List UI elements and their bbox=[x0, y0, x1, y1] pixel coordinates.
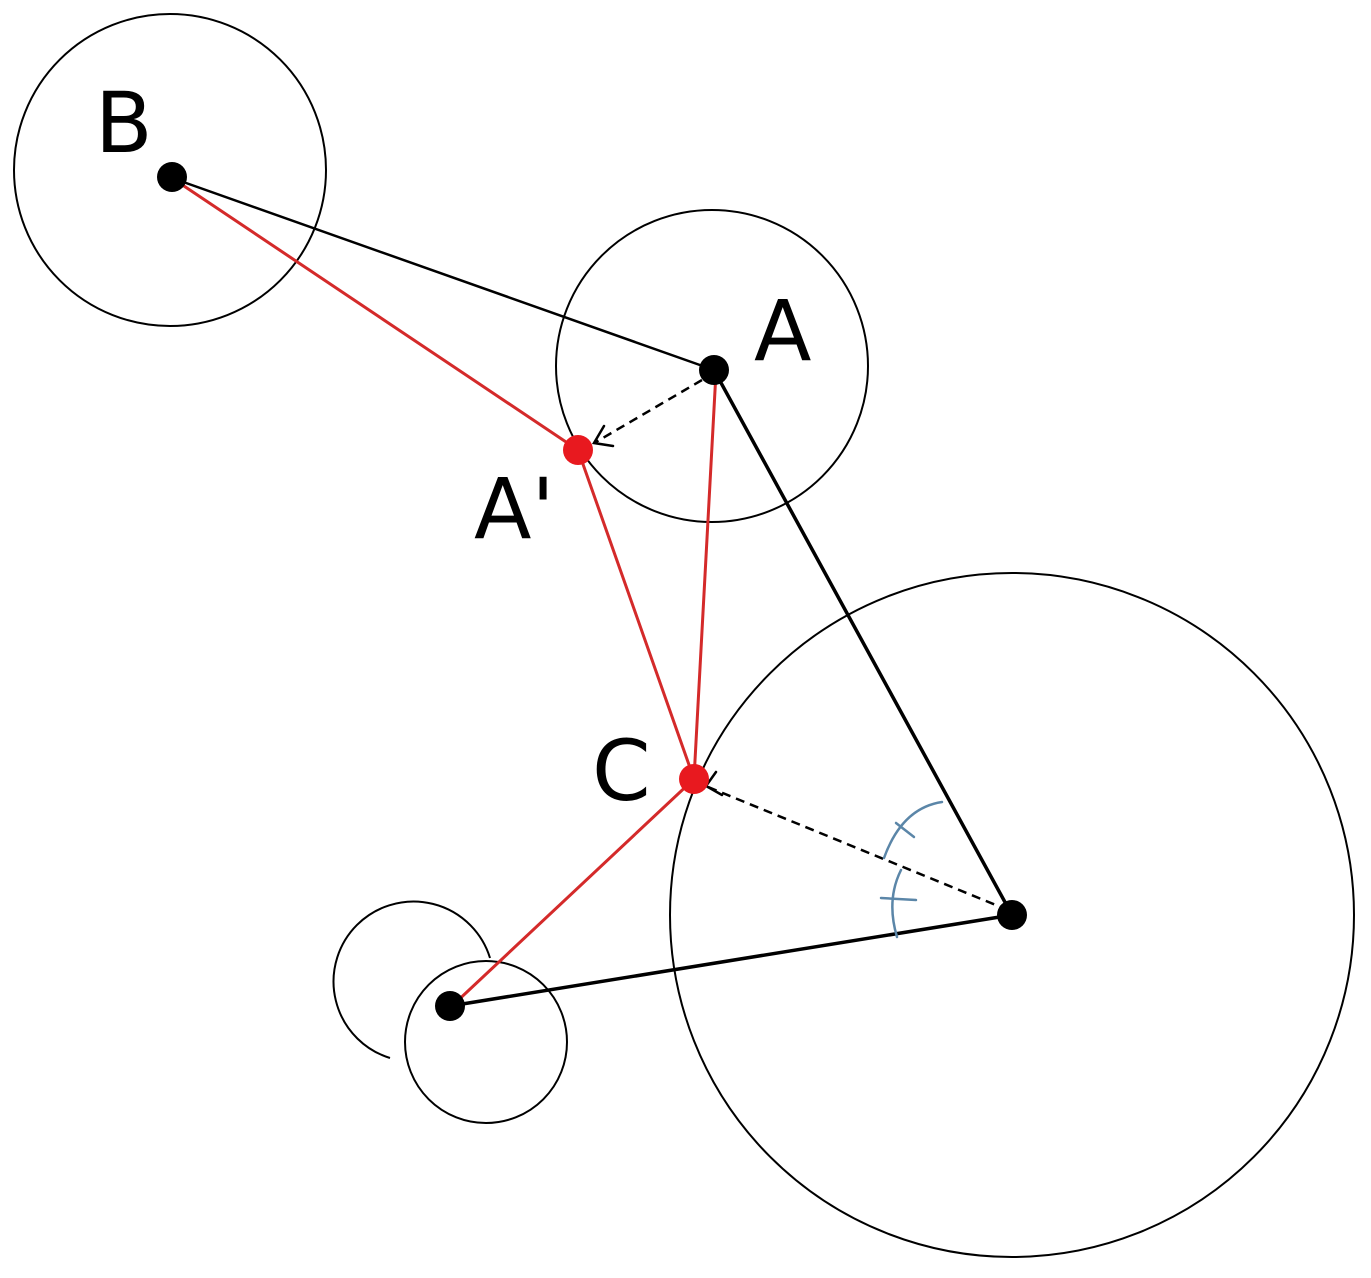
dashed-arrow-a-to-aprime bbox=[595, 378, 703, 444]
angle-arc-upper bbox=[882, 800, 944, 860]
arrowhead-aprime bbox=[591, 424, 615, 448]
dashed-arrow-o-to-c bbox=[707, 785, 1009, 912]
circle-a bbox=[555, 209, 869, 523]
point-b bbox=[157, 162, 187, 192]
label-a: A bbox=[754, 282, 811, 380]
red-segment-a-c bbox=[692, 370, 718, 781]
angle-arc-lower bbox=[891, 868, 903, 939]
segment-b-a bbox=[170, 176, 716, 372]
red-segment-aprime-c bbox=[576, 448, 696, 781]
label-b: B bbox=[95, 74, 153, 172]
circle-large bbox=[669, 572, 1355, 1258]
label-c: C bbox=[592, 722, 651, 820]
point-center-o bbox=[997, 900, 1027, 930]
label-a-prime: A' bbox=[474, 460, 555, 558]
point-d bbox=[435, 991, 465, 1021]
point-a bbox=[699, 355, 729, 385]
circle-small-right bbox=[404, 960, 568, 1124]
point-c bbox=[679, 764, 709, 794]
segment-a-o bbox=[712, 368, 1014, 917]
point-a-prime bbox=[563, 435, 593, 465]
red-segment-b-aprime bbox=[170, 176, 580, 452]
segment-o-d bbox=[448, 913, 1014, 1008]
red-segment-c-d bbox=[450, 777, 696, 1008]
circle-small-left-arc bbox=[332, 900, 491, 1059]
angle-tick-upper bbox=[894, 821, 916, 839]
angle-tick-lower bbox=[879, 896, 918, 902]
circle-b bbox=[13, 13, 327, 327]
